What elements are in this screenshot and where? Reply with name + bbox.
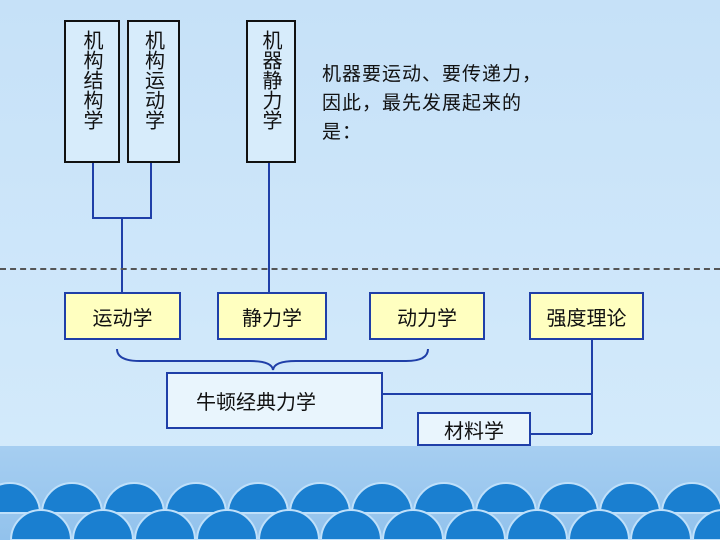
scallop-bump	[536, 482, 600, 514]
box-strength-theory: 强度理论	[529, 292, 644, 340]
box-machine-statics-label: 机器静力学	[259, 30, 283, 130]
box-mechanism-kinematics-label: 机构运动学	[141, 30, 166, 130]
scallop-bump	[412, 482, 476, 514]
scallop-bump	[319, 509, 383, 540]
box-strength-theory-label: 强度理论	[546, 305, 627, 330]
scallop-bump	[505, 509, 569, 540]
scallop-decoration	[0, 482, 720, 540]
box-kinematics-label: 运动学	[92, 305, 153, 330]
scallop-bump	[629, 509, 693, 540]
dashed-divider	[0, 268, 720, 270]
box-mechanism-structure: 机构结构学	[64, 20, 120, 163]
box-statics: 静力学	[217, 292, 327, 340]
scallop-bump	[257, 509, 321, 540]
scallop-bump	[0, 482, 42, 514]
scallop-bump	[40, 482, 104, 514]
box-machine-statics: 机器静力学	[246, 20, 296, 163]
scallop-bump	[133, 509, 197, 540]
scallop-bump	[9, 509, 73, 540]
box-materials-science: 材料学	[417, 412, 531, 446]
box-statics-label: 静力学	[242, 305, 302, 330]
note-text: 机器要运动、要传递力，因此，最先发展起来的是：	[322, 63, 543, 143]
scallop-bump	[443, 509, 507, 540]
box-newtonian-mechanics: 牛顿经典力学	[166, 372, 383, 429]
scallop-bump	[474, 482, 538, 514]
scallop-bump	[164, 482, 228, 514]
box-mechanism-kinematics: 机构运动学	[127, 20, 180, 163]
scallop-bump	[195, 509, 259, 540]
box-kinematics: 运动学	[64, 292, 181, 340]
scallop-bump	[691, 509, 720, 540]
box-materials-science-label: 材料学	[444, 418, 504, 443]
scallop-bump	[102, 482, 166, 514]
box-dynamics: 动力学	[369, 292, 485, 340]
scallop-bump	[288, 482, 352, 514]
box-dynamics-label: 动力学	[397, 305, 457, 330]
scallop-bump	[567, 509, 631, 540]
scallop-bump	[660, 482, 720, 514]
scallop-bump	[226, 482, 290, 514]
scallop-bump	[71, 509, 135, 540]
box-newtonian-mechanics-label: 牛顿经典力学	[196, 390, 316, 414]
scallop-bump	[598, 482, 662, 514]
box-mechanism-structure-label: 机构结构学	[80, 30, 104, 130]
scallop-bump	[381, 509, 445, 540]
scallop-bump	[350, 482, 414, 514]
